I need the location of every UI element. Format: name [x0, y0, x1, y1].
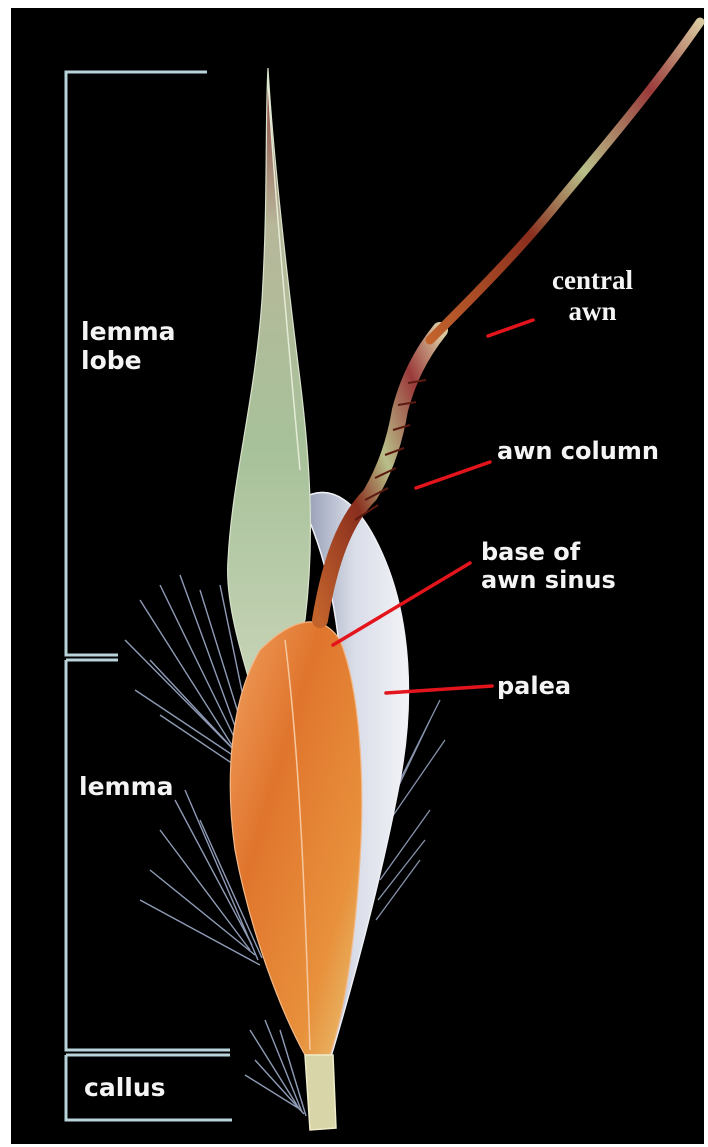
lemma-body-shape: [230, 622, 361, 1055]
pointer-central-awn: [488, 320, 533, 336]
label-central-awn-line1: central: [552, 265, 633, 296]
label-central-awn-line2: awn: [552, 296, 633, 327]
lemma-lobe-shape: [228, 68, 311, 700]
label-lemma-lobe: lemma lobe: [81, 318, 176, 376]
label-base-of-awn-sinus: base of awn sinus: [481, 539, 616, 594]
label-base-of-awn-sinus-line2: awn sinus: [481, 567, 616, 595]
pointer-awn-column: [416, 462, 490, 488]
label-central-awn: central awn: [552, 265, 633, 327]
callus-shape: [305, 1055, 336, 1130]
label-base-of-awn-sinus-line1: base of: [481, 539, 616, 567]
label-palea: palea: [497, 673, 571, 701]
label-lemma: lemma: [79, 773, 174, 802]
label-lemma-lobe-line2: lobe: [81, 347, 176, 376]
label-lemma-lobe-line1: lemma: [81, 318, 176, 347]
label-callus: callus: [84, 1074, 166, 1103]
label-awn-column: awn column: [497, 438, 659, 466]
